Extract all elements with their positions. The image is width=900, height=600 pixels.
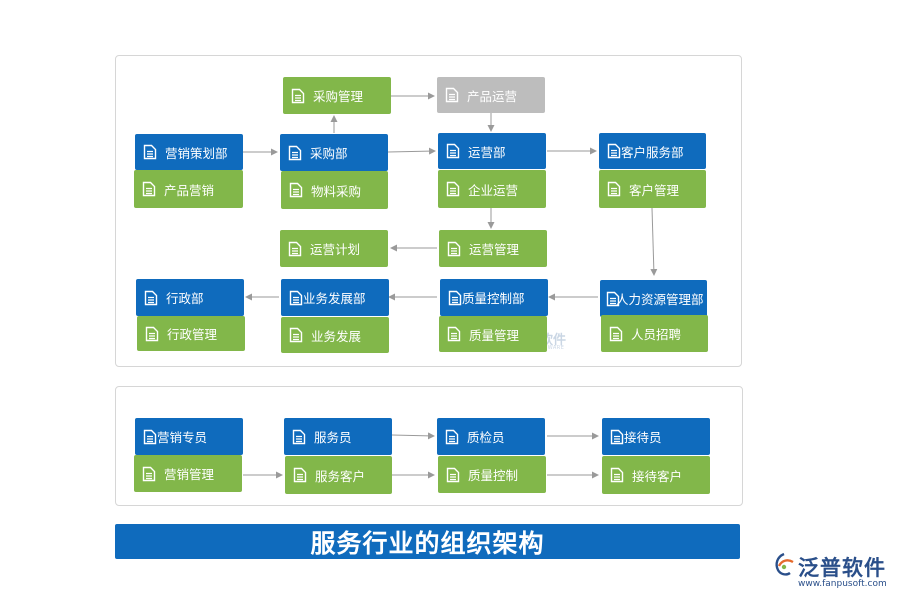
node-label: 营销专员 [157, 430, 208, 445]
document-icon [447, 241, 461, 256]
node-label: 人力资源管理部 [616, 292, 704, 307]
node-admin-dept: 行政部 [136, 279, 244, 316]
node-purchase-dept: 采购部 [280, 134, 388, 171]
node-inspector: 质检员 [437, 418, 545, 455]
node-label: 服务员 [314, 430, 352, 445]
node-label: 企业运营 [468, 182, 519, 198]
document-icon [610, 429, 624, 444]
document-icon [289, 182, 303, 198]
document-icon [145, 326, 159, 341]
node-label: 质量控制部 [462, 291, 525, 306]
document-icon [448, 290, 462, 305]
node-customer-service-dept: 客户服务部 [599, 133, 706, 169]
document-icon [293, 467, 307, 483]
node-quality-control: 质量控制 [438, 456, 546, 493]
node-marketing-dept: 营销策划部 [135, 134, 243, 170]
node-label: 营销管理 [164, 467, 215, 482]
node-label: 质量控制 [468, 468, 519, 483]
node-marketing-specialist: 营销专员 [135, 418, 243, 455]
node-label: 质量管理 [469, 327, 520, 343]
node-label: 营销策划部 [165, 145, 228, 161]
node-biz-dev-dept: 业务发展部 [281, 279, 389, 316]
node-ops-mgmt: 运营管理 [439, 230, 547, 267]
brand-logo: 泛普软件 www.fanpusoft.com [772, 552, 897, 596]
document-icon [610, 467, 624, 483]
document-icon [142, 181, 156, 197]
document-icon [289, 290, 303, 305]
node-label: 运营管理 [469, 242, 520, 257]
document-icon [291, 88, 305, 103]
node-biz-dev: 业务发展 [281, 317, 389, 353]
node-quality-mgmt: 质量管理 [439, 316, 547, 352]
node-label: 客户服务部 [621, 144, 684, 160]
document-icon [446, 467, 460, 482]
node-label: 客户管理 [629, 182, 680, 198]
document-icon [445, 87, 459, 103]
node-ops-plan: 运营计划 [280, 230, 388, 267]
node-qc-dept: 质量控制部 [440, 279, 548, 316]
node-product-ops: 产品运营 [437, 77, 545, 113]
node-hr-dept: 人力资源管理部 [600, 280, 707, 317]
node-label: 行政部 [166, 291, 204, 306]
brand-name: 泛普软件 [798, 556, 886, 580]
fanpu-logo-icon [775, 552, 794, 576]
brand-url: www.fanpusoft.com [798, 579, 887, 589]
node-customer-mgmt: 客户管理 [599, 170, 706, 208]
document-icon [606, 291, 620, 306]
node-marketing-mgmt: 营销管理 [134, 455, 242, 492]
node-label: 业务发展部 [303, 291, 366, 306]
title-bar: 服务行业的组织架构 [115, 524, 740, 559]
node-label: 质检员 [467, 430, 505, 445]
document-icon [288, 145, 302, 160]
node-label: 人员招聘 [631, 327, 682, 342]
node-label: 业务发展 [311, 328, 362, 344]
node-recruiting: 人员招聘 [601, 315, 708, 352]
document-icon [446, 181, 460, 197]
node-reception-customer: 接待客户 [602, 456, 710, 494]
page-title: 服务行业的组织架构 [310, 528, 545, 558]
node-ops-dept: 运营部 [438, 133, 546, 169]
document-icon [609, 326, 623, 341]
node-label: 产品营销 [164, 182, 215, 198]
node-material-purchase: 物料采购 [281, 171, 388, 209]
node-label: 物料采购 [311, 183, 362, 199]
document-icon [447, 326, 461, 342]
document-icon [288, 241, 302, 256]
node-server: 服务员 [284, 418, 392, 455]
document-icon [445, 429, 459, 444]
node-service-customer: 服务客户 [285, 456, 392, 494]
node-enterprise-ops: 企业运营 [438, 170, 546, 208]
node-label: 采购管理 [313, 89, 364, 104]
document-icon [289, 327, 303, 343]
document-icon [607, 143, 621, 159]
node-receptionist: 接待员 [602, 418, 710, 455]
node-admin-mgmt: 行政管理 [137, 316, 245, 351]
document-icon [142, 466, 156, 481]
node-purchase-mgmt: 采购管理 [283, 77, 391, 114]
node-label: 接待员 [624, 430, 662, 445]
document-icon [607, 181, 621, 197]
document-icon [143, 144, 157, 160]
node-label: 产品运营 [467, 88, 518, 104]
node-label: 采购部 [310, 146, 348, 161]
node-label: 接待客户 [632, 468, 683, 484]
node-product-marketing: 产品营销 [134, 170, 243, 208]
document-icon [292, 429, 306, 444]
node-label: 服务客户 [315, 468, 366, 484]
node-label: 运营部 [468, 144, 506, 160]
document-icon [144, 290, 158, 305]
node-label: 行政管理 [167, 327, 218, 342]
document-icon [143, 429, 157, 444]
document-icon [446, 143, 460, 159]
node-label: 运营计划 [310, 242, 361, 257]
